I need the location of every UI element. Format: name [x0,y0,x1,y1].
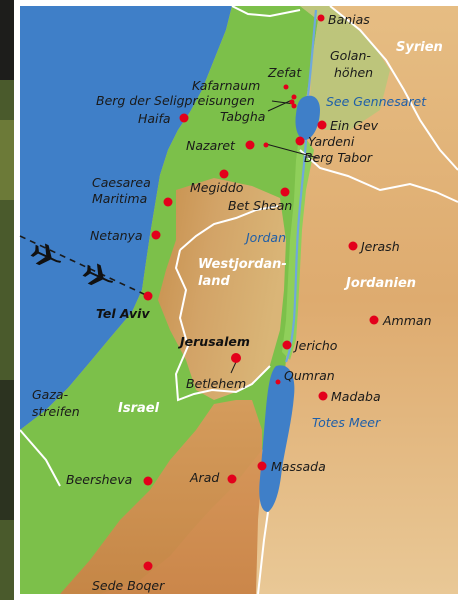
label-westjordanland-1: Westjordan- [198,257,287,272]
dot-yardeni [295,136,305,146]
dot-madaba [318,391,328,401]
dot-beersheva [143,476,153,486]
label-zefat: Zefat [267,65,302,80]
sea-mediterranean [20,6,232,430]
label-jordan: Jordan [243,230,286,245]
airplane-icon-2 [82,263,114,286]
land-highlands [158,178,286,400]
city-labels: Banias Zefat Kafarnaum Berg der Seligpre… [66,12,432,593]
label-tabgha: Tabgha [220,109,265,124]
dot-nazaret [245,140,255,150]
dot-berg-seligpreisungen [289,99,295,105]
label-see-gennesaret: See Gennesaret [326,94,427,109]
label-syrien: Syrien [396,40,443,55]
dot-megiddo [219,169,229,179]
label-jerusalem: Jerusalem [177,334,250,349]
label-megiddo: Megiddo [190,180,244,195]
label-totes-meer: Totes Meer [312,415,381,430]
dot-kafarnaum [291,94,297,100]
label-gaza-2: streifen [32,404,80,419]
label-madaba: Madaba [331,389,381,404]
sea-of-galilee [295,95,320,140]
land-golan [300,6,390,130]
label-banias: Banias [328,12,370,27]
dot-jericho [282,340,292,350]
borders [19,5,459,595]
label-israel: Israel [118,401,160,416]
label-kafarnaum: Kafarnaum [192,78,260,93]
dot-bet-shean [280,187,290,197]
leader-lines [230,99,319,374]
dot-amman [369,315,379,325]
dot-sede-boqer [143,561,153,571]
flight-path [19,235,149,297]
label-berg-seligpreisungen: Berg der Seligpreisungen [96,93,255,108]
label-massada: Massada [271,459,326,474]
dot-haifa [179,113,189,123]
dot-banias [317,14,325,22]
label-qumran: Qumran [284,368,335,383]
label-netanya: Netanya [90,228,143,243]
label-beersheva: Beersheva [66,472,132,487]
dot-qumran [275,379,281,385]
dot-jerusalem [231,353,241,363]
dot-caesarea [163,197,173,207]
water-labels: See Gennesaret Jordan Totes Meer [243,94,427,430]
dot-netanya [151,230,161,240]
dot-arad [227,474,237,484]
airplane-icon [30,243,62,266]
label-jericho: Jericho [292,338,338,353]
dot-jerash [348,241,358,251]
label-tel-aviv: Tel Aviv [96,306,150,321]
region-labels: Syrien Golan- höhen Westjordan- land Jor… [32,40,443,419]
land-negev [60,400,262,594]
map-area: Banias Zefat Kafarnaum Berg der Seligpre… [19,5,459,595]
dot-massada [257,461,267,471]
dead-sea [259,365,295,512]
label-haifa: Haifa [138,111,171,126]
dot-tabgha [291,103,297,109]
label-yardeni: Yardeni [308,134,355,149]
label-golan-2: höhen [334,65,373,80]
label-jordanien: Jordanien [343,276,416,291]
label-sede-boqer: Sede Boqer [92,578,165,593]
label-golan-1: Golan- [330,48,371,63]
label-betlehem: Betlehem [186,376,246,391]
label-caesarea-l1: Caesarea [92,175,151,190]
dot-ein-gev [317,120,327,130]
label-bet-shean: Bet Shean [228,198,292,213]
label-ein-gev: Ein Gev [330,118,379,133]
label-gaza-1: Gaza- [32,387,69,402]
dot-zefat [283,84,289,90]
label-jerash: Jerash [358,239,400,254]
label-westjordanland-2: land [198,274,230,289]
dot-berg-tabor [263,142,269,148]
label-berg-tabor: Berg Tabor [304,150,373,165]
label-amman: Amman [382,313,432,328]
dot-tel-aviv [143,291,153,301]
river-jordan [284,9,318,363]
label-caesarea-l2: Maritima [92,191,147,206]
label-arad: Arad [189,470,219,485]
label-nazaret: Nazaret [186,138,236,153]
city-dots [143,14,379,571]
